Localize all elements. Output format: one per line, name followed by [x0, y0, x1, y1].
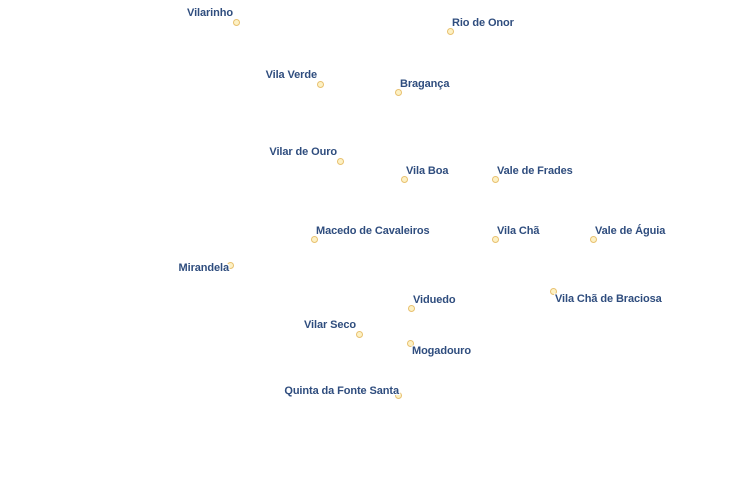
place-label: Bragança: [400, 78, 450, 90]
place-marker[interactable]: [406, 339, 414, 347]
place-label: Vale de Frades: [497, 165, 573, 177]
place-marker[interactable]: [226, 261, 234, 269]
place-label: Rio de Onor: [452, 17, 514, 29]
place-marker[interactable]: [491, 235, 499, 243]
place-label: Vilar Seco: [304, 319, 356, 331]
place-marker[interactable]: [407, 304, 415, 312]
place-label: Vilarinho: [187, 7, 233, 19]
place-marker[interactable]: [549, 287, 557, 295]
place-label: Vale de Águia: [595, 225, 666, 237]
place-marker[interactable]: [232, 18, 240, 26]
place-marker[interactable]: [446, 27, 454, 35]
place-marker[interactable]: [355, 330, 363, 338]
place-marker[interactable]: [589, 235, 597, 243]
place-marker[interactable]: [316, 80, 324, 88]
place-label: Macedo de Cavaleiros: [316, 225, 430, 237]
place-marker[interactable]: [394, 88, 402, 96]
place-label: Quinta da Fonte Santa: [284, 385, 399, 397]
place-marker[interactable]: [310, 235, 318, 243]
place-label: Vila Boa: [406, 165, 449, 177]
place-marker[interactable]: [491, 175, 499, 183]
place-label: Vilar de Ouro: [269, 146, 337, 158]
place-marker[interactable]: [400, 175, 408, 183]
place-marker[interactable]: [394, 391, 402, 399]
place-label: Mogadouro: [412, 345, 471, 357]
place-label: Vila Verde: [265, 69, 317, 81]
place-label: Mirandela: [178, 262, 230, 274]
place-label: Vila Chã de Braciosa: [555, 293, 662, 305]
place-label: Vila Chã: [497, 225, 540, 237]
place-marker[interactable]: [336, 157, 344, 165]
place-label: Viduedo: [413, 294, 456, 306]
